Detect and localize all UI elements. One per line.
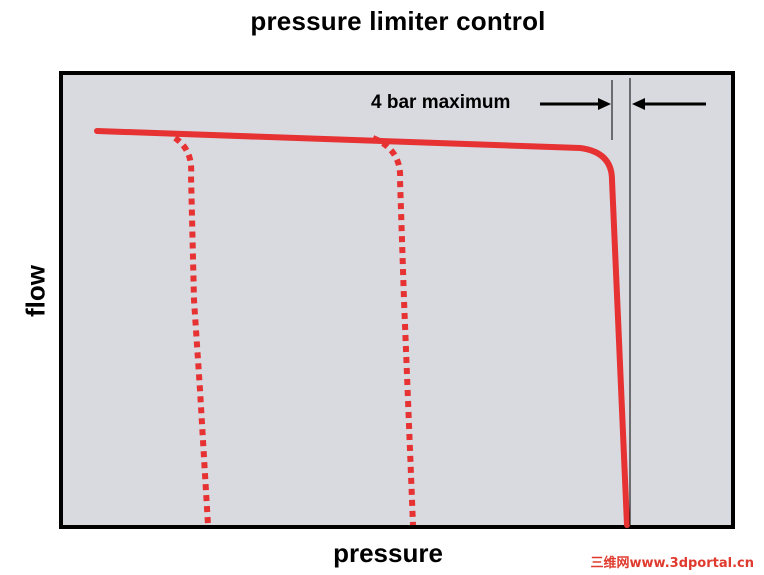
watermark: 三维网www.3dportal.cn bbox=[590, 556, 754, 571]
left-arrow-head bbox=[598, 98, 611, 110]
dotted-curve-2 bbox=[371, 135, 416, 526]
right-arrow-head bbox=[632, 98, 645, 110]
max-pressure-annotation: 4 bar maximum bbox=[371, 92, 511, 113]
solid-limit-curve bbox=[94, 128, 630, 528]
x-axis-label: pressure bbox=[333, 538, 443, 568]
dotted-curve-1 bbox=[173, 135, 211, 526]
y-axis-label: flow bbox=[20, 265, 51, 317]
chart-title: pressure limiter control bbox=[250, 6, 546, 36]
